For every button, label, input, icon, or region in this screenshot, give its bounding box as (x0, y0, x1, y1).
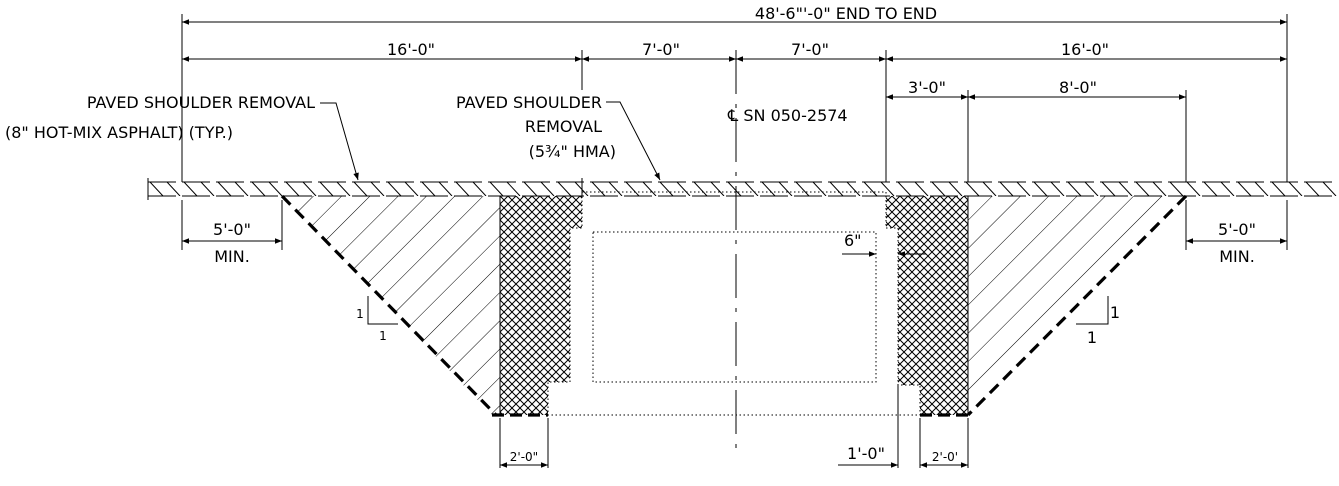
road-surface (147, 178, 1338, 200)
right-mid-dim-text: 8'-0" (1059, 78, 1097, 97)
shoulder-left-label-2: (8" HOT-MIX ASPHALT) (TYP.) (5, 123, 233, 142)
wall-gap-dim-text: 6" (844, 231, 862, 250)
left-slope-rise: 1 (356, 307, 364, 321)
right-inner-dim-text: 7'-0" (791, 40, 829, 59)
overall-dim-text: 48'-6"'-0" END TO END (755, 4, 937, 23)
right-min-label: MIN. (1219, 247, 1255, 266)
right-slope-run: 1 (1087, 328, 1097, 347)
right-outer-dim-text: 16'-0" (1061, 40, 1109, 59)
culvert-opening (592, 231, 877, 383)
right-backfill-crosshatch (886, 196, 968, 415)
bottom-mid-right-dim-text: 1'-0" (847, 444, 885, 463)
shoulder-left-label-1: PAVED SHOULDER REMOVAL (87, 93, 315, 112)
left-min-label: MIN. (214, 247, 250, 266)
left-backfill-crosshatch (500, 196, 582, 415)
right-slope-rise: 1 (1110, 303, 1120, 322)
leader-left (320, 102, 359, 181)
shoulder-mid-label-1: PAVED SHOULDER (456, 93, 602, 112)
left-min-dim-text: 5'-0" (213, 220, 251, 239)
left-outer-dim-text: 16'-0" (387, 40, 435, 59)
centerline-label: ℄ SN 050-2574 (727, 106, 848, 125)
extension-lines (181, 14, 1288, 468)
culvert-box (548, 196, 920, 415)
left-inner-dim-text: 7'-0" (642, 40, 680, 59)
leader-mid (606, 101, 661, 181)
right-small-dim-text: 3'-0" (908, 78, 946, 97)
bottom-right-dim-text: 2'-0' (932, 450, 958, 464)
bottom-left-dim-text: 2'-0" (510, 450, 538, 464)
shoulder-mid-label-2: REMOVAL (525, 117, 602, 136)
right-slope-line (966, 194, 1188, 417)
shoulder-mid-label-3: (5¾" HMA) (529, 142, 616, 161)
left-slope-line (280, 194, 498, 417)
left-slope-run: 1 (379, 329, 387, 343)
right-min-dim-text: 5'-0" (1218, 220, 1256, 239)
